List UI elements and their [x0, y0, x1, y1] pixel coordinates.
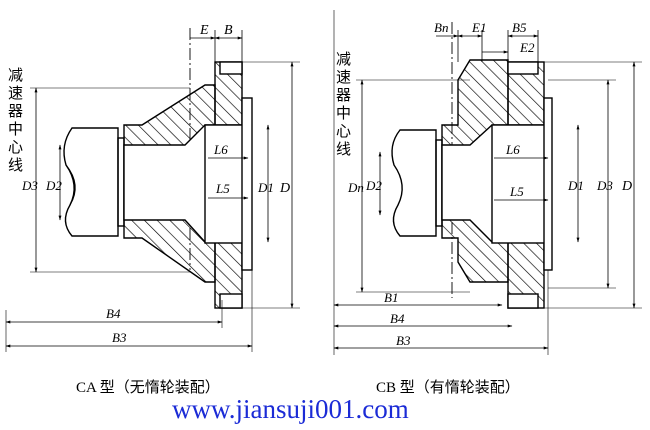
ca-flange-inner — [204, 124, 246, 244]
cb-dim-E2: E2 — [519, 40, 535, 55]
cb-drawing — [333, 10, 642, 355]
cb-side-label-5: 线 — [336, 141, 351, 158]
ca-shaft-key — [117, 137, 125, 227]
cb-side-label-0: 减 — [336, 51, 351, 68]
cb-dim-B3: B3 — [396, 333, 411, 348]
cb-dim-D2: D2 — [365, 178, 382, 193]
cb-shaft-key — [435, 139, 443, 227]
ca-caption: CA 型（无惰轮装配） — [76, 379, 220, 396]
ca-flange-rim — [241, 97, 253, 271]
ca-drawing — [5, 28, 300, 352]
cb-dim-B4: B4 — [390, 311, 405, 326]
ca-side-label-1: 速 — [8, 85, 23, 102]
cb-side-label-2: 器 — [336, 88, 351, 104]
ca-dim-D3: D3 — [21, 178, 38, 193]
cb-shaft — [391, 129, 437, 237]
cb-side-label-3: 中 — [336, 105, 351, 122]
watermark: www.jiansuji001.com — [172, 394, 409, 424]
ca-side-label-3: 中 — [8, 121, 23, 138]
cb-flange-slot-top — [507, 61, 539, 75]
cb-side-label-1: 速 — [336, 69, 351, 86]
ca-dim-E: E — [199, 23, 209, 38]
cb-dim-L6: L6 — [505, 142, 520, 157]
cb-flange-rim — [543, 97, 553, 271]
ca-dim-B3: B3 — [112, 330, 127, 345]
cb-dim-B5: B5 — [512, 20, 527, 35]
ca-dim-L5: L5 — [215, 181, 230, 196]
ca-dim-D2: D2 — [45, 178, 62, 193]
ca-side-label-4: 心 — [8, 139, 23, 156]
cb-side-label-4: 心 — [336, 123, 351, 140]
cb-dim-D: D — [621, 179, 632, 194]
cb-dim-L5: L5 — [509, 184, 524, 199]
ca-side-label-0: 减 — [8, 67, 23, 84]
cb-dim-E1: E1 — [471, 20, 486, 35]
cb-dim-Dn: Dn — [347, 180, 364, 195]
ca-dim-D: D — [279, 181, 290, 196]
cb-dim-D1: D1 — [567, 178, 584, 193]
cb-flange-slot-bottom — [507, 293, 539, 309]
ca-flange-slot-bottom — [219, 293, 243, 309]
ca-labels: 减 速 器 中 心 线 E B L6 L5 D1 D D2 D3 B4 B3 C… — [8, 23, 290, 396]
cb-caption: CB 型（有惰轮装配） — [376, 379, 520, 396]
cb-labels: 减 速 器 中 心 线 Bn E1 B5 E2 L6 L5 Dn D2 D1 D… — [336, 20, 632, 396]
ca-shaft — [63, 127, 119, 237]
cb-dim-D3: D3 — [596, 178, 613, 193]
cb-dim-B1: B1 — [384, 290, 398, 305]
ca-side-label-5: 线 — [8, 157, 23, 174]
ca-dim-L6: L6 — [213, 142, 228, 157]
ca-shaft-break — [65, 164, 76, 206]
ca-dim-B4: B4 — [106, 306, 121, 321]
cb-dim-Bn: Bn — [434, 20, 448, 35]
ca-dim-B: B — [224, 23, 233, 38]
ca-dim-D1: D1 — [257, 180, 274, 195]
ca-flange-slot-top — [219, 61, 243, 75]
ca-side-label-2: 器 — [8, 104, 23, 120]
